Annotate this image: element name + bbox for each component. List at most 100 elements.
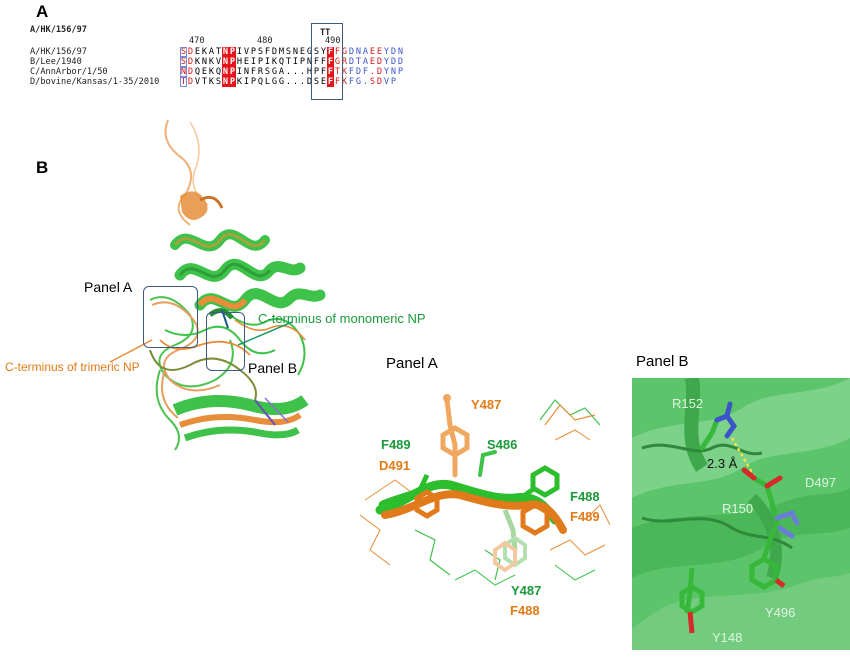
alignment-residue: N xyxy=(222,67,229,77)
alignment-residue: Y xyxy=(383,67,390,77)
inset-a-label-s486-green: S486 xyxy=(487,437,518,452)
alignment-residue: Q xyxy=(257,77,264,87)
alignment-residue: K xyxy=(208,77,215,87)
alignment-residue: K xyxy=(236,77,243,87)
inset-b-distance-label: 2.3 Å xyxy=(707,456,738,471)
residue-number-490: 490 xyxy=(325,36,341,46)
alignment-residue: F xyxy=(320,67,327,77)
alignment-residue: N xyxy=(355,47,362,57)
alignment-residue: I xyxy=(264,57,271,67)
inset-a-label-y487-green: Y487 xyxy=(511,583,542,598)
alignment-residue: N xyxy=(201,57,208,67)
alignment-residue: T xyxy=(285,57,292,67)
alignment-residue: F xyxy=(313,57,320,67)
alignment-residue: F xyxy=(334,47,341,57)
alignment-residue: F xyxy=(327,77,334,87)
alignment-residue: G xyxy=(355,77,362,87)
alignment-residue: N xyxy=(222,47,229,57)
alignment-residue: P xyxy=(257,57,264,67)
alignment-residue: P xyxy=(229,57,236,67)
alignment-residue: F xyxy=(264,47,271,57)
alignment-residue: . xyxy=(292,67,299,77)
alignment-residue: D xyxy=(187,47,194,57)
alignment-residue: N xyxy=(292,47,299,57)
alignment-residue: F xyxy=(320,57,327,67)
alignment-residue: I xyxy=(250,57,257,67)
alignment-residue: T xyxy=(215,47,222,57)
alignment-residue: G xyxy=(334,57,341,67)
alignment-residue: S xyxy=(369,77,376,87)
alignment-residue: Q xyxy=(215,67,222,77)
alignment-residue: H xyxy=(236,57,243,67)
alignment-residue: A xyxy=(208,47,215,57)
alignment-residue: N xyxy=(222,57,229,67)
alignment-residue: E xyxy=(201,67,208,77)
alignment-residue: A xyxy=(362,47,369,57)
inset-a-title: Panel A xyxy=(386,355,438,372)
secondary-structure-label: TT xyxy=(320,28,331,38)
residue-number-470: 470 xyxy=(189,36,205,46)
alignment-residue: F xyxy=(250,67,257,77)
alignment-residue: N xyxy=(222,77,229,87)
alignment-residue: P xyxy=(250,77,257,87)
alignment-residue: I xyxy=(243,77,250,87)
alignment-residue: N xyxy=(180,67,187,77)
alignment-residue: T xyxy=(180,77,187,87)
alignment-residue: D xyxy=(355,67,362,77)
inset-b-label-y148: Y148 xyxy=(712,630,743,645)
alignment-residue: . xyxy=(292,77,299,87)
sequence-name-1: A/HK/156/97 xyxy=(30,47,87,57)
alignment-residue: P xyxy=(390,77,397,87)
alignment-residue: E xyxy=(376,47,383,57)
alignment-residue: . xyxy=(369,67,376,77)
alignment-residue: G xyxy=(271,67,278,77)
alignment-residue: F xyxy=(348,67,355,77)
alignment-residue: F xyxy=(348,77,355,87)
alignment-residue: D xyxy=(187,77,194,87)
alignment-residue: F xyxy=(327,67,334,77)
alignment-residue: D xyxy=(306,77,313,87)
alignment-residue: K xyxy=(341,77,348,87)
alignment-residue: . xyxy=(362,77,369,87)
alignment-residue: I xyxy=(292,57,299,67)
alignment-residue: S xyxy=(313,77,320,87)
alignment-residue: Y xyxy=(383,57,390,67)
alignment-residue: F xyxy=(362,67,369,77)
alignment-residue: S xyxy=(215,77,222,87)
inset-a-label-f489-green: F489 xyxy=(381,437,411,452)
sequence-name-3: C/AnnArbor/1/50 xyxy=(30,67,108,77)
alignment-residue: . xyxy=(285,67,292,77)
alignment-residue: G xyxy=(341,47,348,57)
alignment-residue: K xyxy=(208,57,215,67)
alignment-residue: I xyxy=(236,67,243,77)
alignment-residue: K xyxy=(208,67,215,77)
inset-b-label-d497: D497 xyxy=(805,475,837,490)
alignment-residue: V xyxy=(215,57,222,67)
panel-a-pointer-label: Panel A xyxy=(84,279,133,295)
alignment-residue: D xyxy=(187,57,194,67)
alignment-residue: A xyxy=(278,67,285,77)
sequence-name-2: B/Lee/1940 xyxy=(30,57,82,67)
alignment-residue: D xyxy=(348,47,355,57)
alignment-residue: E xyxy=(243,57,250,67)
alignment-residue: S xyxy=(264,67,271,77)
alignment-residue: E xyxy=(299,47,306,57)
alignment-residue: D xyxy=(390,57,397,67)
alignment-residue: D xyxy=(390,47,397,57)
alignment-residue: S xyxy=(313,47,320,57)
alignment-residue: M xyxy=(278,47,285,57)
alignment-residue: P xyxy=(229,47,236,57)
alignment-residue: . xyxy=(285,77,292,87)
alignment-residue: P xyxy=(229,77,236,87)
c-terminus-trimeric-label: C-terminus of trimeric NP xyxy=(5,360,140,374)
alignment-residue: R xyxy=(257,67,264,77)
alignment-residue: A xyxy=(362,57,369,67)
residue-number-480: 480 xyxy=(257,36,273,46)
alignment-residue: E xyxy=(320,77,327,87)
alignment-residue: N xyxy=(243,67,250,77)
alignment-residue: H xyxy=(306,67,313,77)
inset-b-structure xyxy=(632,378,850,650)
